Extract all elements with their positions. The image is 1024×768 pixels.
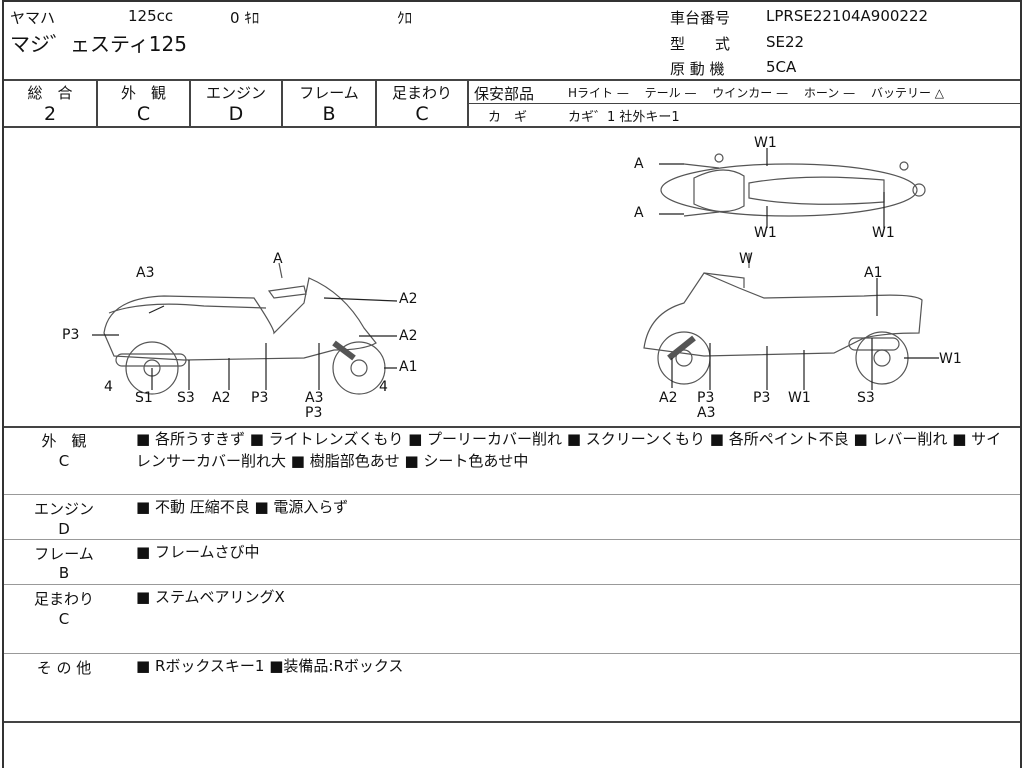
safety-items: Hライト — テール — ウインカー — ホーン — バッテリー △: [568, 86, 944, 100]
type-value: SE22: [766, 33, 805, 51]
chassis-label: 車台番号: [670, 9, 731, 27]
model-name: マジ゛ェスティ125: [10, 32, 187, 56]
chassis-number: LPRSE22104A900222: [766, 7, 929, 25]
keys-value: カギ゛1 社外キー1: [568, 110, 680, 125]
key-label: カ ギ: [488, 110, 528, 125]
scooter-top-view: [660, 153, 926, 217]
safety-label: 保安部品: [474, 85, 535, 103]
scooter-left-side-view: [103, 262, 386, 395]
mileage: 0 ｷﾛ: [230, 9, 260, 27]
maker: ヤマハ: [10, 9, 56, 27]
engine-value: 5CA: [766, 58, 797, 76]
engine-label: 原 動 機: [670, 60, 725, 78]
scooter-diagram: [92, 148, 939, 395]
type-label: 型 式: [670, 35, 731, 53]
displacement: 125cc: [128, 7, 174, 25]
color: ｸﾛ: [397, 9, 413, 27]
